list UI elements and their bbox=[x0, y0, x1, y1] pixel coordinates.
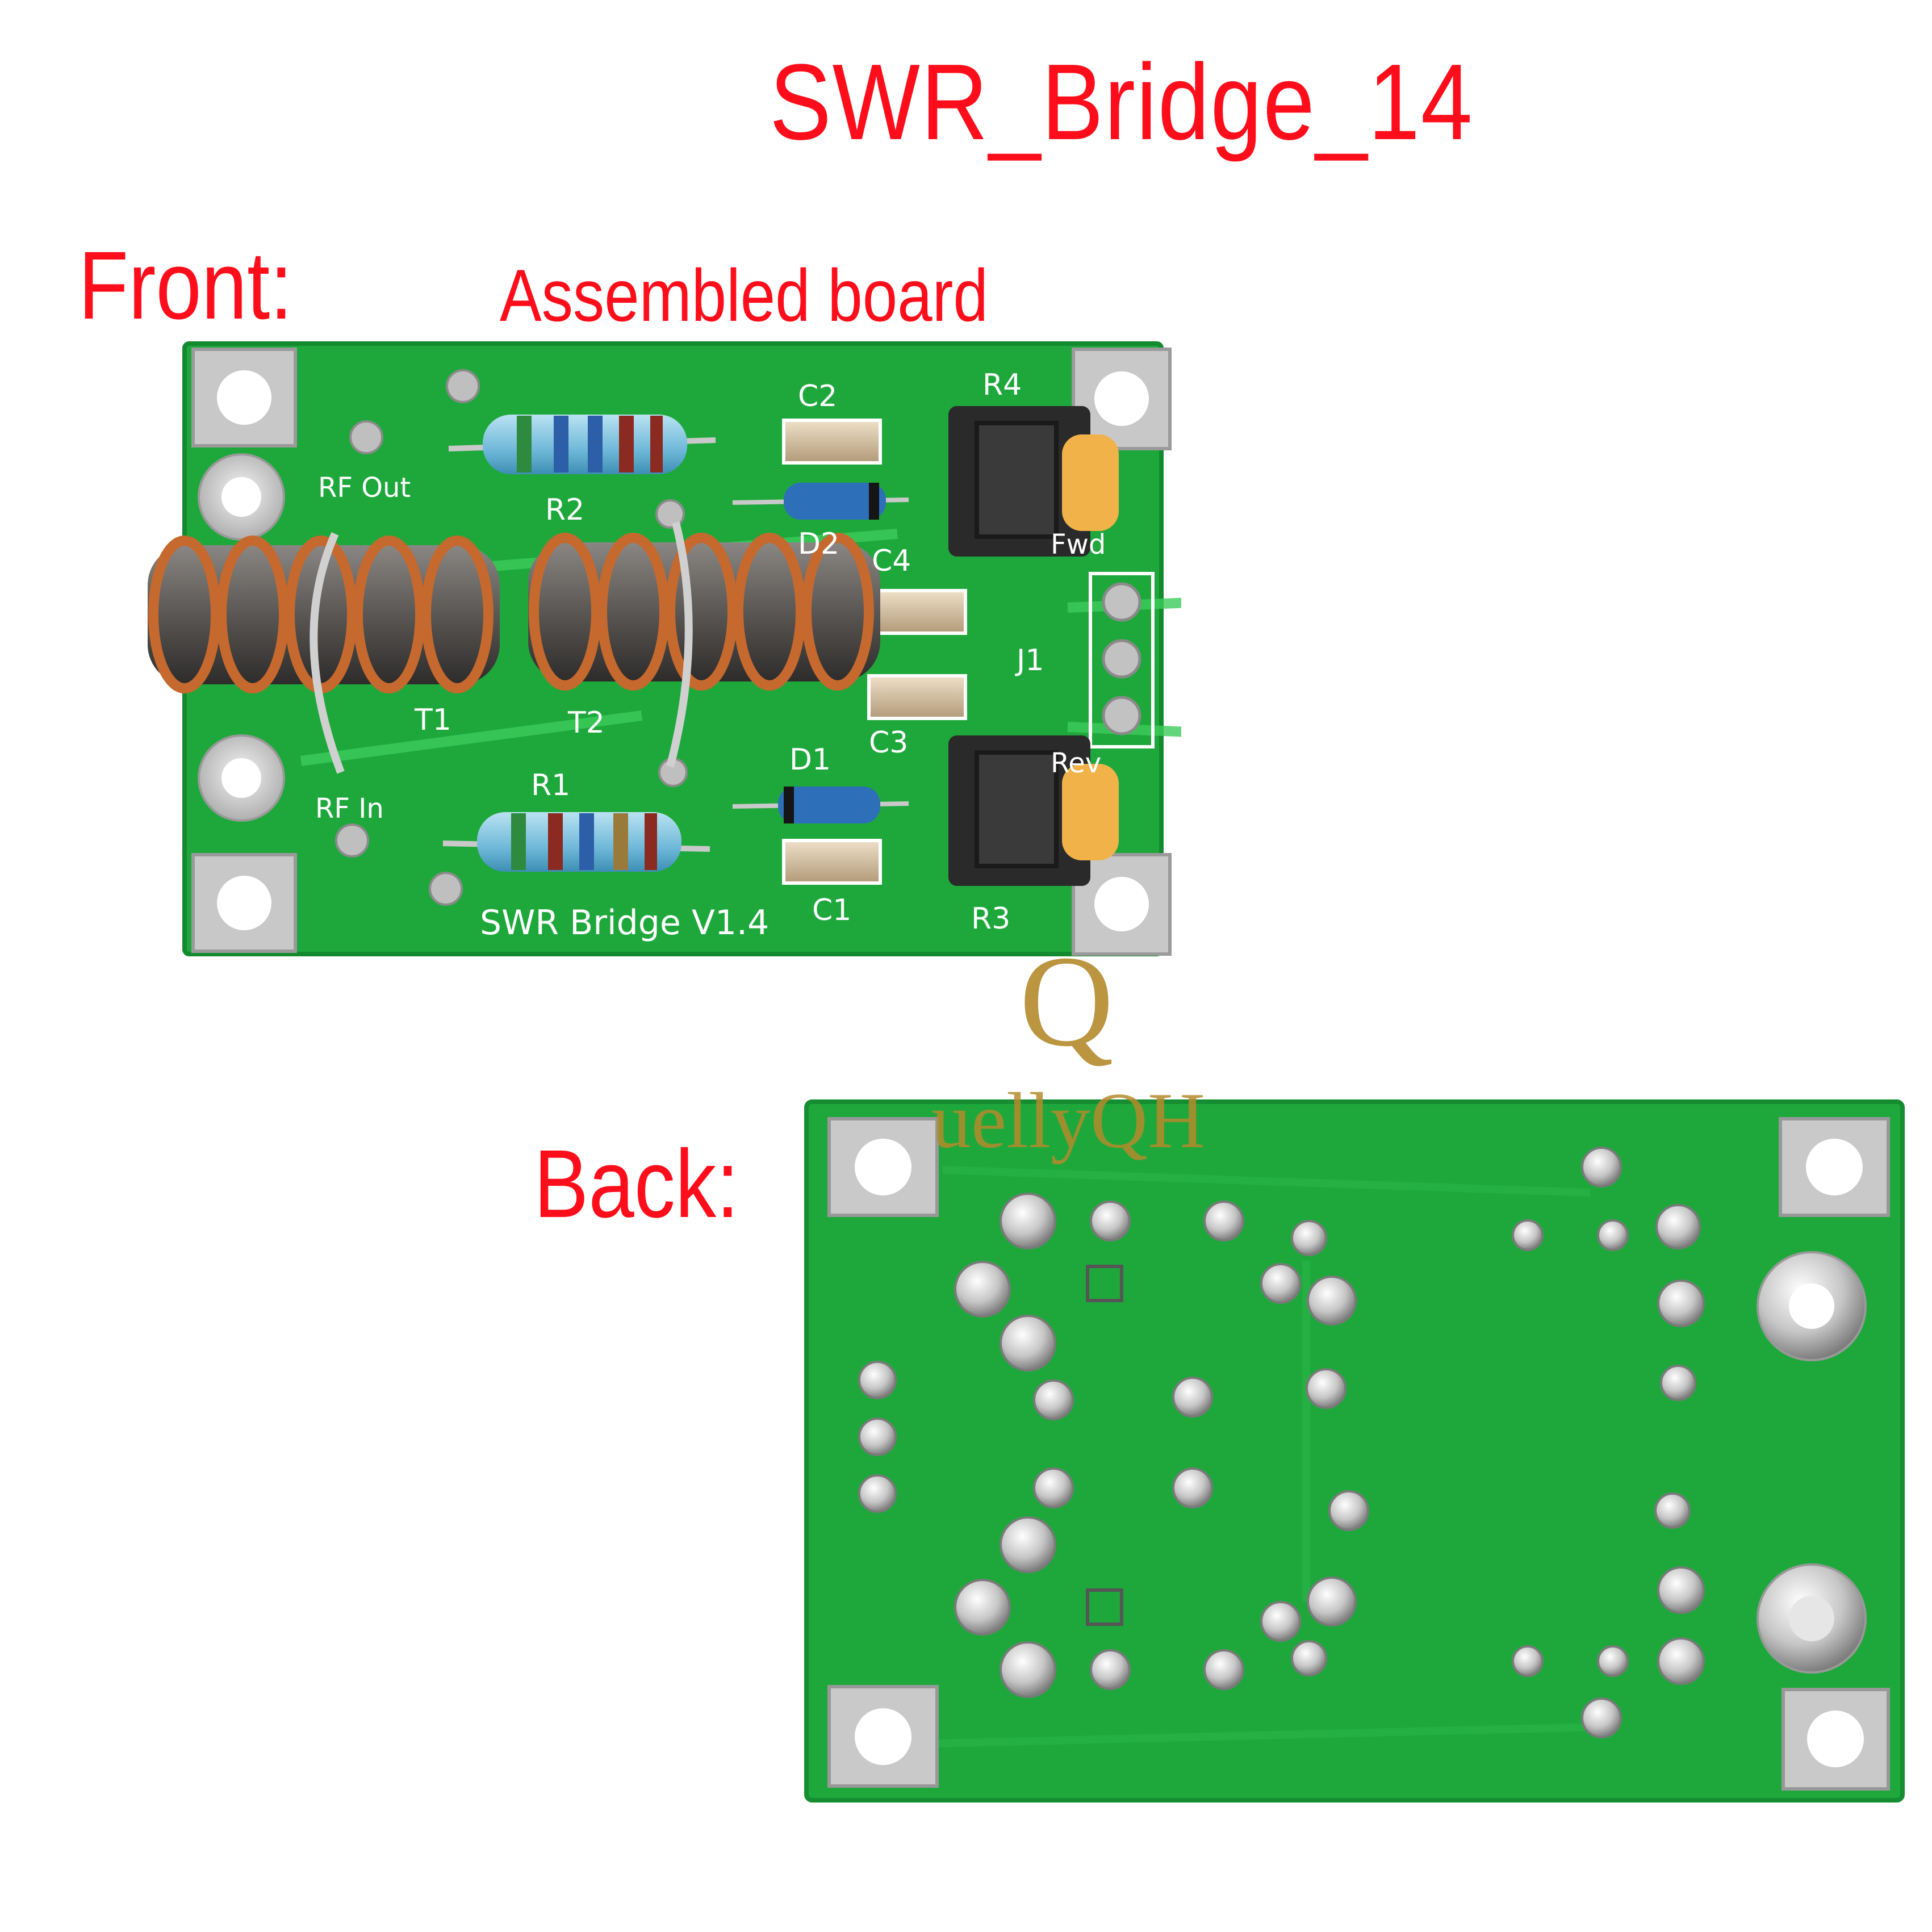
front-label: Front: bbox=[78, 232, 293, 340]
watermark-letter: Q bbox=[1019, 937, 1114, 1073]
label-j1: J1 bbox=[1015, 643, 1044, 678]
board-version-label: SWR Bridge V1.4 bbox=[480, 903, 769, 943]
resistor-r2 bbox=[448, 415, 716, 474]
diode-d2 bbox=[732, 483, 909, 520]
label-rf-out: RF Out bbox=[318, 472, 411, 504]
assembled-label: Assembled board bbox=[500, 254, 988, 337]
label-fwd: Fwd bbox=[1051, 529, 1106, 561]
label-t1: T1 bbox=[414, 703, 451, 737]
watermark-text: uellyQH bbox=[931, 1077, 1205, 1165]
label-rf-in: RF In bbox=[315, 793, 384, 825]
front-board-photo: RF Out RF In R2 R1 T1 T2 C2 R4 D2 C4 Fwd… bbox=[148, 341, 1181, 956]
back-board-photo bbox=[804, 1099, 1905, 1803]
label-r3: R3 bbox=[971, 902, 1010, 936]
label-r1: R1 bbox=[531, 768, 570, 802]
capacitor-c4 bbox=[867, 589, 967, 635]
trimmer-r4 bbox=[948, 406, 1119, 557]
label-c1: C1 bbox=[812, 893, 851, 927]
main-title: SWR_Bridge_14 bbox=[770, 42, 1474, 162]
trimmer-r3 bbox=[948, 735, 1119, 886]
watermark-logo: Q uellyQH bbox=[931, 937, 1205, 1165]
label-c3: C3 bbox=[869, 726, 908, 760]
label-c4: C4 bbox=[872, 544, 911, 578]
label-t2: T2 bbox=[567, 706, 605, 740]
label-rev: Rev bbox=[1051, 747, 1101, 779]
diode-d1 bbox=[732, 787, 909, 823]
capacitor-c2 bbox=[782, 419, 882, 465]
label-c2: C2 bbox=[798, 379, 837, 413]
label-d1: D1 bbox=[789, 743, 831, 777]
back-label: Back: bbox=[534, 1130, 739, 1238]
toroid-t1 bbox=[148, 532, 500, 774]
capacitor-c3 bbox=[867, 674, 967, 720]
label-d2: D2 bbox=[798, 527, 839, 561]
toroid-t2 bbox=[528, 521, 880, 768]
label-r4: R4 bbox=[982, 368, 1022, 402]
back-pcb bbox=[806, 1102, 1902, 1800]
label-r2: R2 bbox=[545, 493, 584, 527]
resistor-r1 bbox=[442, 812, 710, 872]
capacitor-c1 bbox=[782, 839, 882, 885]
